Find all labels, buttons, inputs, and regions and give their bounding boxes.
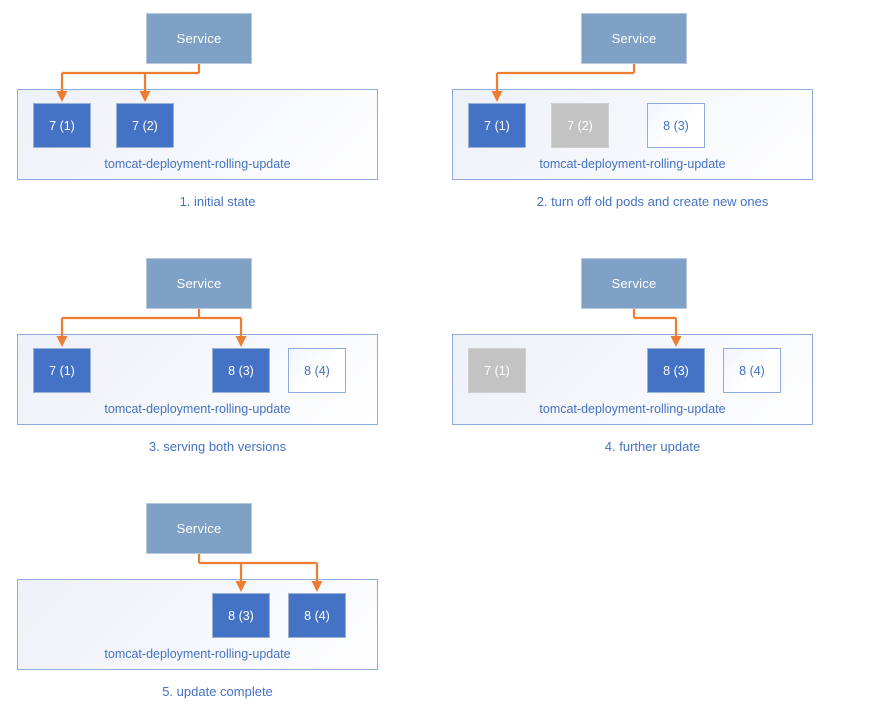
pod-label: 8 (3)	[228, 363, 254, 378]
pod-label: 8 (3)	[663, 118, 689, 133]
pod-label: 8 (4)	[739, 363, 765, 378]
deployment-name-label: tomcat-deployment-rolling-update	[104, 647, 291, 661]
pod-box-terminating[interactable]: 7 (2)	[551, 103, 609, 148]
pod-label: 7 (1)	[484, 118, 510, 133]
panel-caption: 2. turn off old pods and create new ones	[536, 194, 769, 209]
pod-label: 8 (3)	[663, 363, 689, 378]
service-box[interactable]: Service	[146, 503, 252, 554]
panel-2: tomcat-deployment-rolling-update 7 (1) 7 (…	[435, 0, 870, 230]
panel-caption: 5. update complete	[162, 684, 273, 699]
pod-label: 8 (3)	[228, 608, 254, 623]
pod-label: 7 (1)	[49, 363, 75, 378]
service-label: Service	[176, 31, 222, 46]
pod-label: 7 (2)	[132, 118, 158, 133]
pod-box-active[interactable]: 7 (2)	[116, 103, 174, 148]
pod-box-active[interactable]: 7 (1)	[33, 348, 91, 393]
pod-label: 7 (1)	[484, 363, 510, 378]
service-label: Service	[611, 276, 657, 291]
panel-caption: 3. serving both versions	[148, 439, 287, 454]
deployment-name-label: tomcat-deployment-rolling-update	[539, 157, 726, 171]
panel-4: tomcat-deployment-rolling-update 7 (1) 8 (…	[435, 245, 870, 475]
panel-5: tomcat-deployment-rolling-update 8 (3) 8 (…	[0, 490, 435, 720]
pod-box-pending[interactable]: 8 (3)	[647, 103, 705, 148]
service-label: Service	[176, 521, 222, 536]
pod-box-pending[interactable]: 8 (4)	[723, 348, 781, 393]
panel-caption: 1. initial state	[179, 194, 256, 209]
service-label: Service	[176, 276, 222, 291]
pod-label: 8 (4)	[304, 608, 330, 623]
panel-1: tomcat-deployment-rolling-update 7 (1) 7 (…	[0, 0, 435, 230]
pod-box-pending[interactable]: 8 (4)	[288, 348, 346, 393]
pod-label: 7 (2)	[567, 118, 593, 133]
pod-box-active[interactable]: 8 (4)	[288, 593, 346, 638]
pod-box-active[interactable]: 8 (3)	[212, 348, 270, 393]
pod-box-active[interactable]: 7 (1)	[468, 103, 526, 148]
pod-box-active[interactable]: 8 (3)	[647, 348, 705, 393]
pod-box-terminating[interactable]: 7 (1)	[468, 348, 526, 393]
pod-box-active[interactable]: 8 (3)	[212, 593, 270, 638]
service-label: Service	[611, 31, 657, 46]
panel-caption: 4. further update	[604, 439, 701, 454]
deployment-name-label: tomcat-deployment-rolling-update	[539, 402, 726, 416]
service-box[interactable]: Service	[146, 13, 252, 64]
pod-label: 8 (4)	[304, 363, 330, 378]
pod-label: 7 (1)	[49, 118, 75, 133]
panel-3: tomcat-deployment-rolling-update 7 (1) 8 (…	[0, 245, 435, 475]
deployment-name-label: tomcat-deployment-rolling-update	[104, 402, 291, 416]
service-box[interactable]: Service	[581, 258, 687, 309]
service-box[interactable]: Service	[581, 13, 687, 64]
pod-box-active[interactable]: 7 (1)	[33, 103, 91, 148]
service-box[interactable]: Service	[146, 258, 252, 309]
deployment-name-label: tomcat-deployment-rolling-update	[104, 157, 291, 171]
